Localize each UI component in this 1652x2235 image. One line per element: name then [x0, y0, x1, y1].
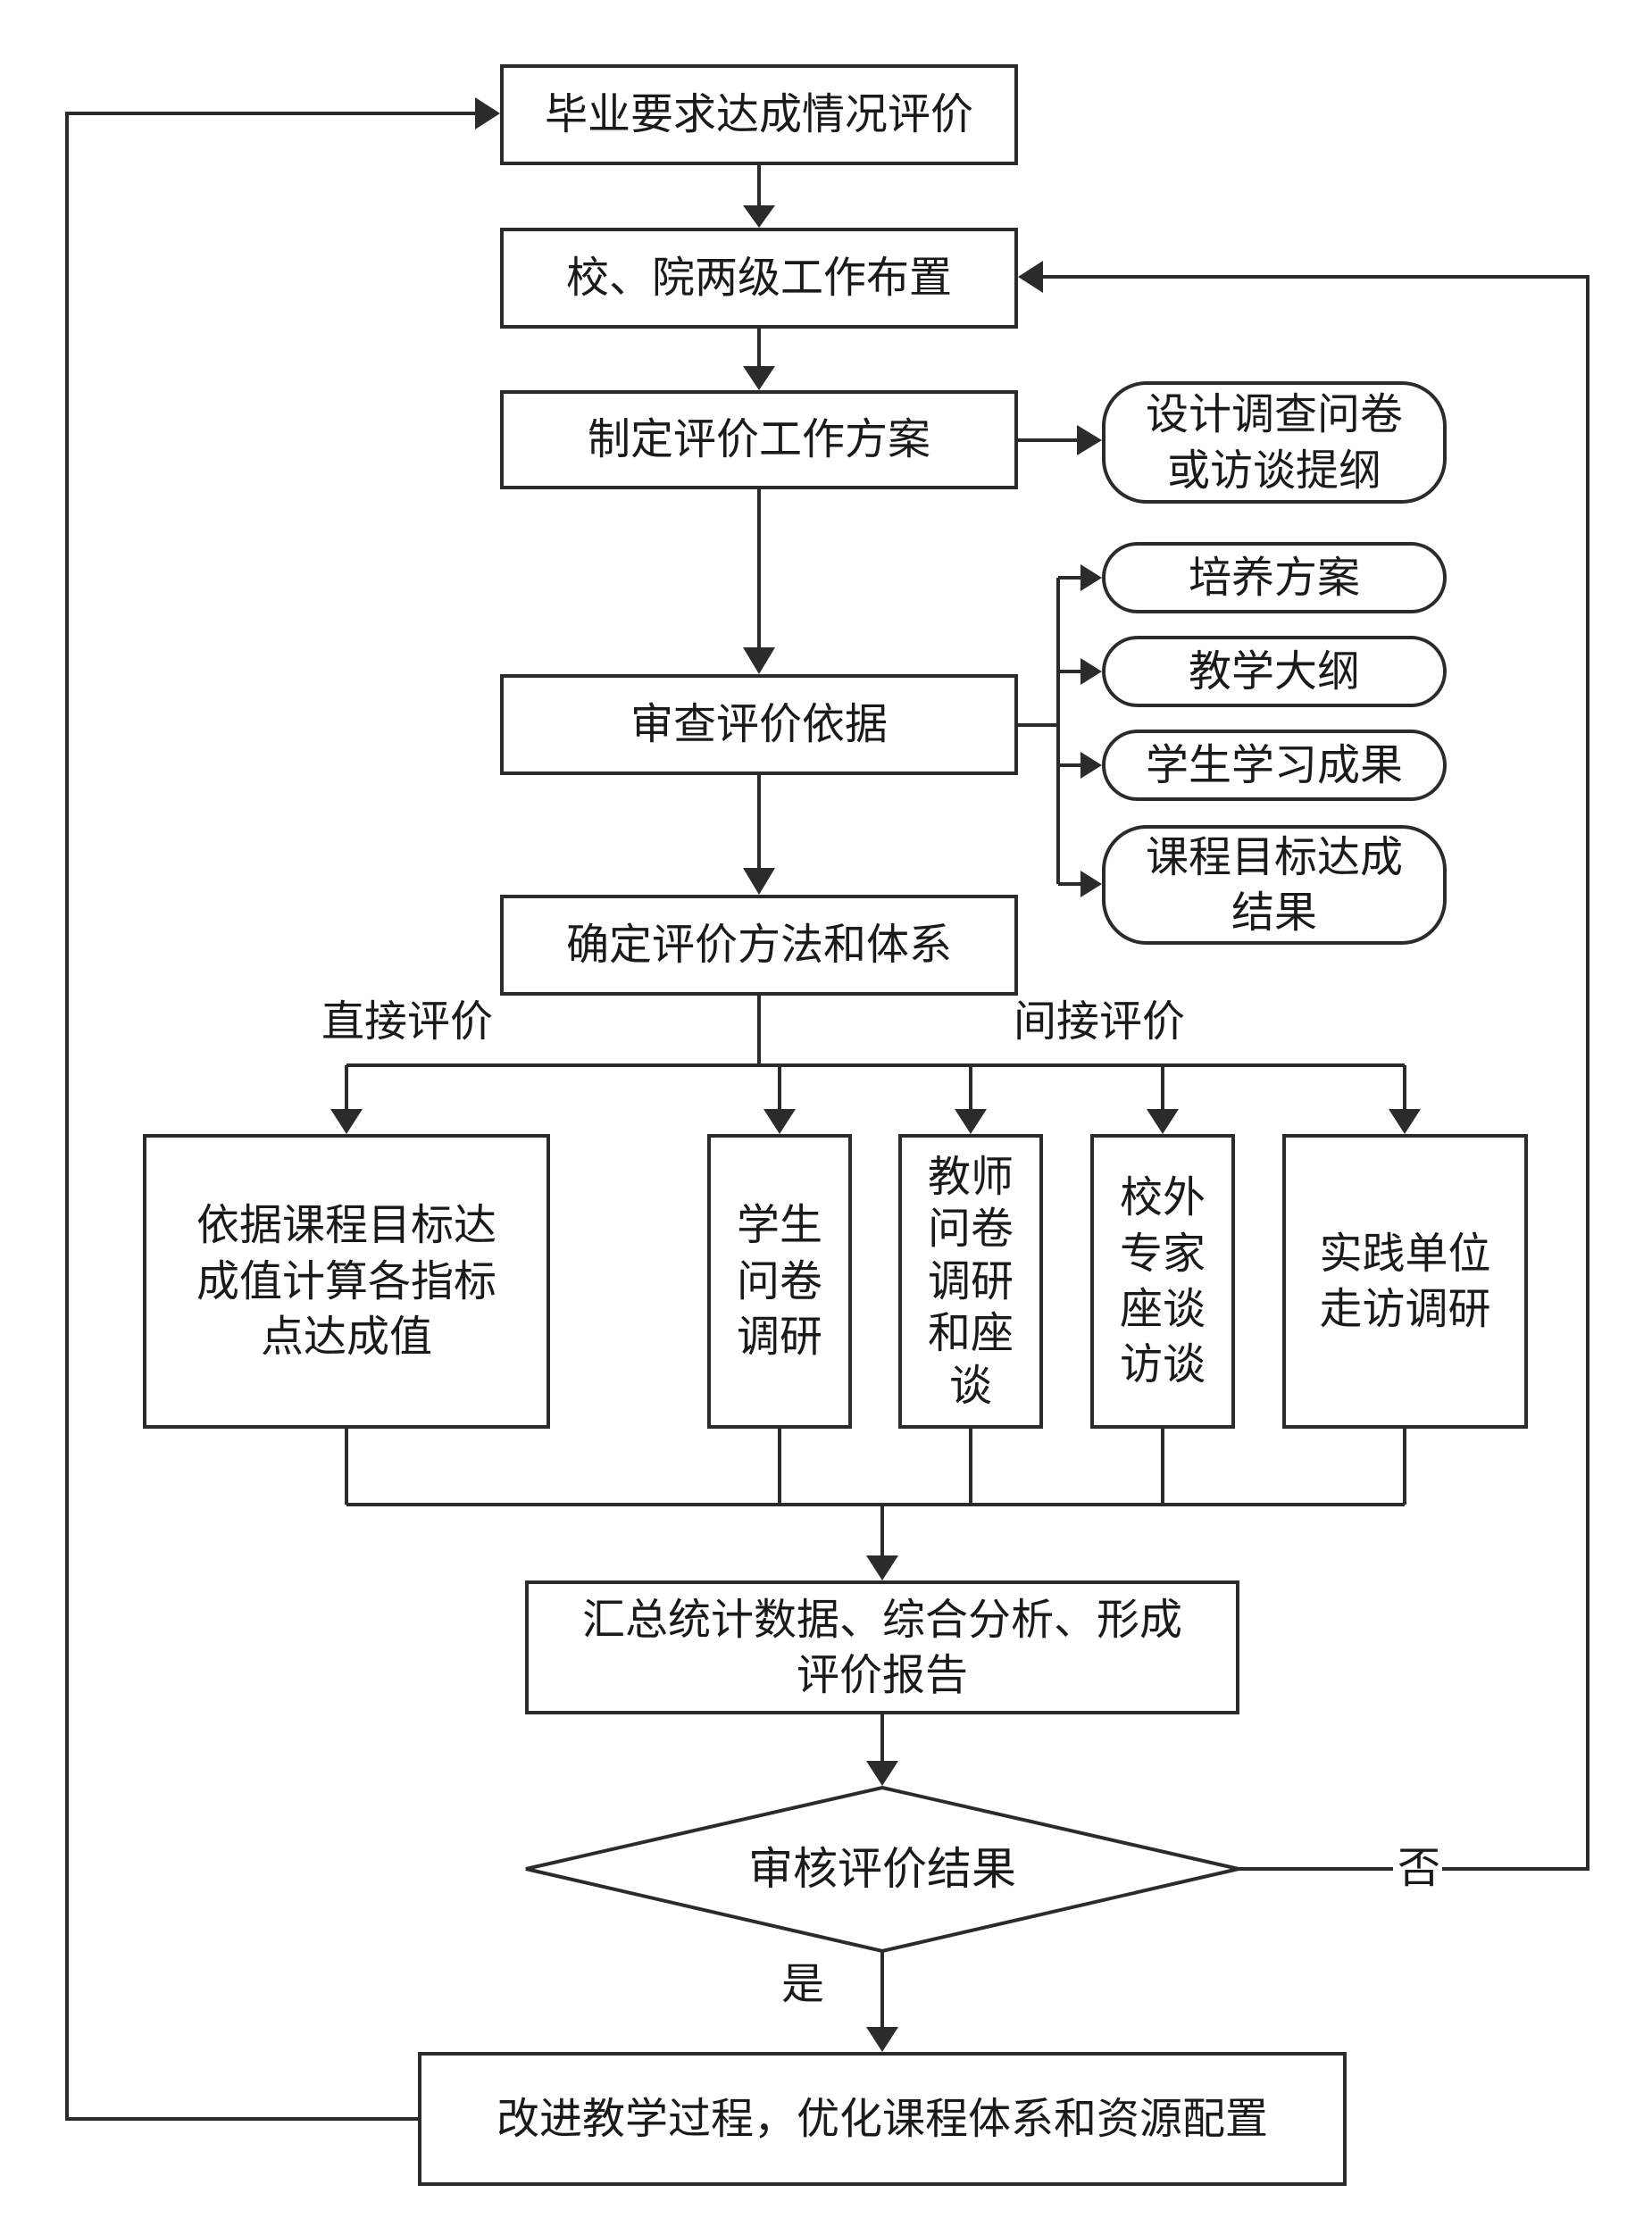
- summary-report-text: 汇总统计数据、综合分析、形成 评价报告: [581, 1594, 1182, 1700]
- summary-report-box: 汇总统计数据、综合分析、形成 评价报告: [525, 1580, 1239, 1714]
- review-basis-box: 审查评价依据: [500, 674, 1018, 775]
- teacher-survey-box: 教师 问卷 调研 和座 谈: [898, 1134, 1043, 1429]
- audit-diamond: [525, 1785, 1239, 1954]
- direct-calc-box: 依据课程目标达 成值计算各指标 点达成值: [143, 1134, 550, 1429]
- employer-visit-box: 实践单位 走访调研: [1282, 1134, 1528, 1429]
- training-plan-text: 培养方案: [1188, 552, 1360, 603]
- direct-eval-label: 直接评价: [321, 997, 494, 1047]
- school-deploy-box: 校、院两级工作布置: [500, 228, 1018, 329]
- improve-box: 改进教学过程，优化课程体系和资源配置: [418, 2052, 1347, 2186]
- employer-visit-text: 实践单位 走访调研: [1319, 1228, 1491, 1334]
- course-goal-results-box: 课程目标达成 结果: [1102, 825, 1447, 945]
- expert-interview-text: 校外 专家 座谈 访谈: [1119, 1172, 1206, 1390]
- audit-result-text: 审核评价结果: [748, 1843, 1016, 1895]
- syllabus-box: 教学大纲: [1102, 636, 1447, 707]
- indirect-eval-label: 间接评价: [1014, 997, 1186, 1047]
- eval-method-text: 确定评价方法和体系: [565, 920, 952, 971]
- direct-calc-text: 依据课程目标达 成值计算各指标 点达成值: [196, 1200, 496, 1363]
- syllabus-text: 教学大纲: [1188, 646, 1360, 696]
- eval-method-box: 确定评价方法和体系: [500, 895, 1018, 996]
- student-outcomes-text: 学生学习成果: [1145, 739, 1403, 790]
- improve-text: 改进教学过程，优化课程体系和资源配置: [496, 2093, 1268, 2144]
- expert-interview-box: 校外 专家 座谈 访谈: [1090, 1134, 1235, 1429]
- course-goal-results-text: 课程目标达成 结果: [1145, 831, 1403, 938]
- student-survey-text: 学生 问卷 调研: [736, 1200, 822, 1363]
- student-survey-box: 学生 问卷 调研: [707, 1134, 852, 1429]
- no-label: 否: [1398, 1843, 1441, 1893]
- school-deploy-text: 校、院两级工作布置: [565, 253, 952, 304]
- questionnaire-design-box: 设计调查问卷 或访谈提纲: [1102, 381, 1447, 504]
- teacher-survey-text: 教师 问卷 调研 和座 谈: [927, 1151, 1014, 1411]
- graduation-eval-box: 毕业要求达成情况评价: [500, 64, 1018, 165]
- yes-label: 是: [781, 1959, 825, 2009]
- training-plan-box: 培养方案: [1102, 542, 1447, 613]
- eval-plan-box: 制定评价工作方案: [500, 390, 1018, 489]
- graduation-eval-text: 毕业要求达成情况评价: [544, 89, 973, 140]
- student-outcomes-box: 学生学习成果: [1102, 730, 1447, 801]
- questionnaire-design-text: 设计调查问卷 或访谈提纲: [1145, 389, 1403, 496]
- eval-plan-text: 制定评价工作方案: [587, 414, 930, 465]
- review-basis-text: 审查评价依据: [630, 699, 888, 750]
